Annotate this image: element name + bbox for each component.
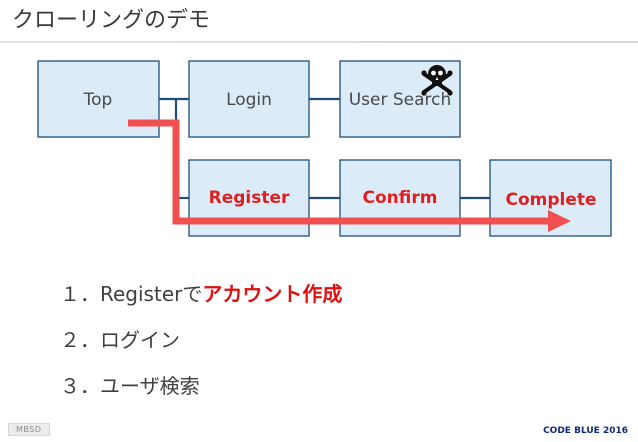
footer-logo-mbsd: MBSD	[8, 423, 50, 436]
node-label-login: Login	[226, 90, 272, 110]
node-label-complete: Complete	[505, 190, 596, 210]
slide-title: クローリングのデモ	[12, 8, 211, 33]
node-login	[188, 60, 310, 138]
step-number: １．	[60, 282, 100, 306]
step-item: ２．ログイン	[60, 327, 180, 353]
step-number: ２．	[60, 328, 100, 352]
step-item: ３．ユーザ検索	[60, 373, 200, 399]
footer-event-name: CODE BLUE 2016	[543, 426, 628, 436]
crawl-path-arrow	[128, 119, 571, 232]
node-label-top: Top	[83, 90, 113, 110]
title-divider	[0, 41, 638, 43]
step-number: ３．	[60, 374, 100, 398]
node-label-register: Register	[209, 188, 290, 208]
step-text: Registerで	[100, 282, 203, 306]
skull-and-crossbones-icon	[421, 65, 453, 96]
node-label-user-search: User Search	[349, 90, 452, 110]
step-highlight: アカウント作成	[202, 282, 343, 306]
step-item: １．Registerでアカウント作成	[60, 281, 342, 307]
step-text: ユーザ検索	[100, 374, 200, 398]
node-label-confirm: Confirm	[363, 188, 438, 208]
step-text: ログイン	[100, 328, 180, 352]
